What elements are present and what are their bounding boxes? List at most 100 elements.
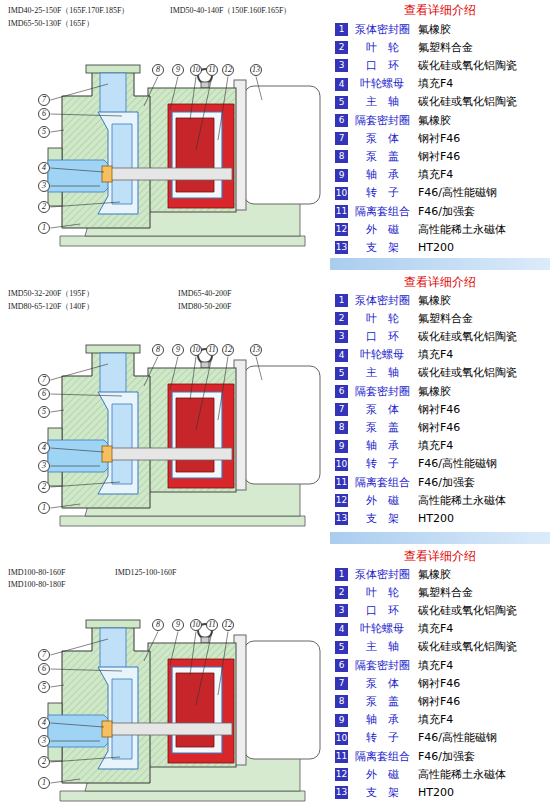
- pval: 碳化硅或氧化铝陶瓷: [418, 640, 517, 654]
- callout: 1: [38, 777, 50, 789]
- callout: 4: [38, 162, 50, 174]
- header: 查看详细介绍: [330, 275, 550, 290]
- pval: 碳化硅或氧化铝陶瓷: [418, 366, 517, 380]
- callout: 3: [38, 460, 50, 472]
- pname: 主 轴: [350, 366, 414, 380]
- pval: 填充F4: [418, 622, 453, 636]
- callout: 1: [38, 222, 50, 234]
- pval: 填充F4: [418, 77, 453, 91]
- pval: F46/高性能磁钢: [418, 186, 497, 200]
- pname: 叶 轮: [350, 312, 414, 326]
- pval: 高性能稀土永磁体: [418, 223, 506, 237]
- header: 查看详细介绍: [330, 549, 550, 564]
- num: 9: [335, 714, 348, 727]
- pval: HT200: [418, 786, 454, 800]
- num: 5: [335, 641, 348, 654]
- num: 11: [335, 476, 348, 489]
- num: 7: [335, 403, 348, 416]
- num: 10: [335, 732, 348, 745]
- pval: 钢衬F46: [418, 695, 460, 709]
- num: 9: [335, 169, 348, 182]
- model: IMD100-80-180F: [8, 580, 65, 590]
- pval: 氟塑料合金: [418, 312, 473, 326]
- callout: 5: [38, 406, 50, 418]
- pname: 叶轮螺母: [350, 622, 414, 636]
- num: 12: [335, 494, 348, 507]
- callout: 9: [172, 64, 184, 76]
- header: 查看详细介绍: [330, 3, 550, 18]
- num: 13: [335, 241, 348, 254]
- callout: 13: [250, 64, 262, 76]
- num: 1: [335, 568, 348, 581]
- num: 1: [335, 23, 348, 36]
- callout: 8: [152, 344, 164, 356]
- pval: HT200: [418, 512, 454, 526]
- pname: 隔套密封圈: [350, 385, 414, 399]
- num: 10: [335, 187, 348, 200]
- callout: 2: [38, 756, 50, 768]
- callout: 7: [38, 94, 50, 106]
- callout: 4: [38, 442, 50, 454]
- callout: 5: [38, 126, 50, 138]
- num: 8: [335, 695, 348, 708]
- model: IMD80-65-120F（140F）: [8, 302, 94, 312]
- pname: 叶 轮: [350, 586, 414, 600]
- pname: 泵体密封圈: [350, 294, 414, 308]
- callout: 2: [38, 201, 50, 213]
- pname: 叶 轮: [350, 41, 414, 55]
- pval: 氟塑料合金: [418, 586, 473, 600]
- num: 11: [335, 205, 348, 218]
- model: IMD65-50-130F（165F）: [8, 19, 94, 29]
- callout: 4: [38, 717, 50, 729]
- pval: 氟橡胶: [418, 23, 451, 37]
- pname: 主 轴: [350, 640, 414, 654]
- pname: 支 架: [350, 786, 414, 800]
- pname: 泵体密封圈: [350, 568, 414, 582]
- callout: 13: [250, 344, 262, 356]
- num: 4: [335, 78, 348, 91]
- num: 2: [335, 41, 348, 54]
- callout: 10: [190, 619, 202, 631]
- pname: 外 磁: [350, 494, 414, 508]
- num: 1: [335, 294, 348, 307]
- num: 7: [335, 132, 348, 145]
- callout: 3: [38, 180, 50, 192]
- callout: 6: [38, 663, 50, 675]
- pname: 转 子: [350, 186, 414, 200]
- num: 3: [335, 330, 348, 343]
- callout: 10: [190, 64, 202, 76]
- pname: 隔离套组合: [350, 750, 414, 764]
- model: IMD50-40-140F（150F.160F.165F）: [170, 6, 291, 16]
- callout: 10: [190, 344, 202, 356]
- callout: 8: [152, 619, 164, 631]
- model: IMD40-25-150F（165F.170F.185F）: [8, 6, 129, 16]
- pval: 填充F4: [418, 348, 453, 362]
- num: 8: [335, 150, 348, 163]
- num: 9: [335, 440, 348, 453]
- pval: 钢衬F46: [418, 132, 460, 146]
- model: IMD125-100-160F: [115, 568, 176, 578]
- callout: 3: [38, 735, 50, 747]
- pval: 填充F4: [418, 659, 453, 673]
- num: 4: [335, 623, 348, 636]
- pval: 钢衬F46: [418, 403, 460, 417]
- callout: 2: [38, 481, 50, 493]
- pval: 氟橡胶: [418, 114, 451, 128]
- pval: 碳化硅或氧化铝陶瓷: [418, 330, 517, 344]
- callout: 6: [38, 388, 50, 400]
- callout: 11: [206, 344, 218, 356]
- pump-section: [48, 345, 320, 526]
- pval: 氟塑料合金: [418, 41, 473, 55]
- pump-section: [48, 65, 320, 246]
- num: 2: [335, 586, 348, 599]
- callout: 9: [172, 344, 184, 356]
- num: 6: [335, 114, 348, 127]
- pname: 泵 盖: [350, 150, 414, 164]
- callout: 11: [206, 619, 218, 631]
- pname: 隔离套组合: [350, 476, 414, 490]
- pval: F46/高性能磁钢: [418, 457, 497, 471]
- callout: 6: [38, 108, 50, 120]
- pname: 外 磁: [350, 223, 414, 237]
- num: 5: [335, 367, 348, 380]
- pname: 叶轮螺母: [350, 77, 414, 91]
